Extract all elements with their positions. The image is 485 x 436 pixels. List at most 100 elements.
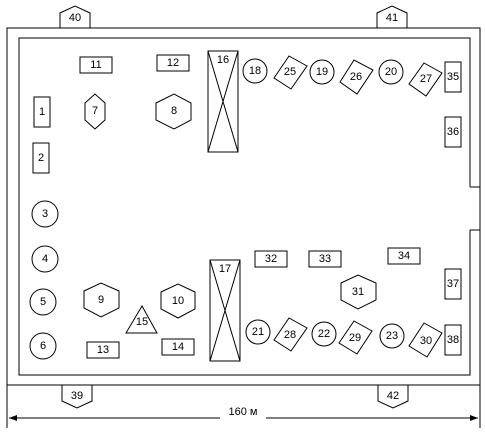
circle-item-19: 19 bbox=[309, 59, 335, 85]
item-label: 21 bbox=[252, 326, 264, 338]
diamond-shape bbox=[273, 317, 308, 352]
item-label: 10 bbox=[172, 295, 184, 307]
hexagon-item-31: 31 bbox=[340, 274, 377, 310]
item-label: 13 bbox=[97, 344, 109, 356]
item-label: 20 bbox=[385, 66, 397, 78]
item-label: 34 bbox=[398, 250, 410, 262]
circle-shape bbox=[29, 332, 57, 360]
circle-shape bbox=[379, 323, 405, 349]
inner-wall-upper bbox=[18, 37, 471, 376]
diamond-shape bbox=[408, 62, 443, 97]
rect-item-12: 12 bbox=[156, 54, 190, 72]
circle-item-21: 21 bbox=[245, 319, 271, 345]
item-label: 17 bbox=[219, 263, 231, 275]
rect-item-34: 34 bbox=[387, 247, 421, 265]
item-label: 27 bbox=[420, 73, 432, 85]
rect-item-37: 37 bbox=[444, 268, 462, 300]
circle-shape bbox=[309, 59, 335, 85]
item-label: 4 bbox=[42, 253, 48, 265]
circle-shape bbox=[242, 58, 268, 84]
crossed-box-item-17: 17 bbox=[209, 259, 241, 362]
item-label: 22 bbox=[318, 328, 330, 340]
triangle-item-15: 15 bbox=[125, 304, 158, 334]
rect-shape bbox=[79, 56, 113, 74]
diamond-item-28: 28 bbox=[273, 317, 308, 352]
item-label: 32 bbox=[265, 253, 277, 265]
label-background bbox=[217, 262, 233, 275]
diamond-item-26: 26 bbox=[339, 59, 374, 95]
circle-item-18: 18 bbox=[242, 58, 268, 84]
rect-shape bbox=[32, 142, 50, 174]
item-label: 31 bbox=[352, 286, 364, 298]
hexagon-item-7: 7 bbox=[84, 93, 106, 130]
hexagon-item-10: 10 bbox=[160, 283, 196, 319]
circle-item-22: 22 bbox=[311, 321, 337, 347]
item-label: 16 bbox=[217, 54, 229, 66]
crossed-box-item-16: 16 bbox=[207, 50, 239, 153]
dimension-arrowhead-left bbox=[9, 415, 17, 421]
gate-label: 41 bbox=[386, 12, 398, 24]
item-label: 38 bbox=[447, 334, 459, 346]
item-label: 12 bbox=[167, 57, 179, 69]
item-label: 14 bbox=[172, 341, 184, 353]
rect-item-13: 13 bbox=[86, 341, 120, 359]
item-label: 11 bbox=[90, 59, 101, 71]
item-label: 9 bbox=[98, 294, 104, 306]
rect-shape bbox=[33, 96, 51, 128]
circle-item-4: 4 bbox=[31, 245, 59, 273]
diamond-item-29: 29 bbox=[338, 320, 373, 355]
circle-item-20: 20 bbox=[378, 59, 404, 85]
diamond-shape bbox=[339, 59, 374, 95]
item-label: 36 bbox=[447, 126, 459, 138]
circle-shape bbox=[31, 245, 59, 273]
triangle-shape bbox=[125, 304, 158, 334]
gate-label: 40 bbox=[69, 12, 81, 24]
item-label: 26 bbox=[350, 71, 362, 83]
diamond-shape bbox=[273, 55, 308, 90]
rect-shape bbox=[86, 341, 120, 359]
rect-item-33: 33 bbox=[308, 250, 342, 268]
item-label: 37 bbox=[447, 278, 459, 290]
dimension-label-bg bbox=[220, 410, 266, 424]
rect-item-2: 2 bbox=[32, 142, 50, 174]
item-label: 33 bbox=[319, 253, 331, 265]
item-label: 29 bbox=[349, 332, 361, 344]
item-label: 7 bbox=[92, 105, 98, 117]
gate-marker bbox=[59, 5, 91, 29]
item-label: 28 bbox=[284, 329, 296, 341]
circle-item-3: 3 bbox=[31, 200, 59, 228]
item-label: 8 bbox=[171, 105, 177, 117]
rect-item-1: 1 bbox=[33, 96, 51, 128]
item-label: 19 bbox=[316, 66, 328, 78]
rect-item-35: 35 bbox=[444, 61, 462, 93]
dimension-line: 160 м bbox=[6, 385, 481, 428]
rect-item-32: 32 bbox=[254, 250, 288, 268]
circle-item-23: 23 bbox=[379, 323, 405, 349]
item-label: 2 bbox=[38, 152, 44, 164]
rect-item-36: 36 bbox=[444, 116, 462, 148]
item-label: 35 bbox=[447, 71, 459, 83]
item-label: 18 bbox=[249, 65, 261, 77]
diamond-item-25: 25 bbox=[273, 55, 308, 90]
diamond-shape bbox=[338, 320, 373, 355]
diamond-item-30: 30 bbox=[408, 322, 443, 358]
item-label: 25 bbox=[284, 66, 296, 78]
gate-label: 42 bbox=[387, 390, 399, 402]
rect-shape bbox=[156, 54, 190, 72]
label-background bbox=[215, 53, 231, 66]
rect-shape bbox=[161, 338, 195, 356]
gate-label: 39 bbox=[71, 390, 83, 402]
rect-item-14: 14 bbox=[161, 338, 195, 356]
gate-marker bbox=[377, 384, 409, 409]
circle-shape bbox=[378, 59, 404, 85]
circle-item-6: 6 bbox=[29, 332, 57, 360]
gate-top-left: 40 bbox=[59, 5, 91, 29]
crossed-box-diagonal bbox=[209, 259, 241, 362]
hexagon-shape bbox=[160, 283, 196, 319]
dimension-arrowhead-right bbox=[470, 415, 478, 421]
rect-shape bbox=[254, 250, 288, 268]
crossed-box-diagonal bbox=[207, 50, 239, 153]
item-label: 5 bbox=[40, 296, 46, 308]
hexagon-shape bbox=[155, 93, 192, 130]
item-label: 23 bbox=[386, 330, 398, 342]
